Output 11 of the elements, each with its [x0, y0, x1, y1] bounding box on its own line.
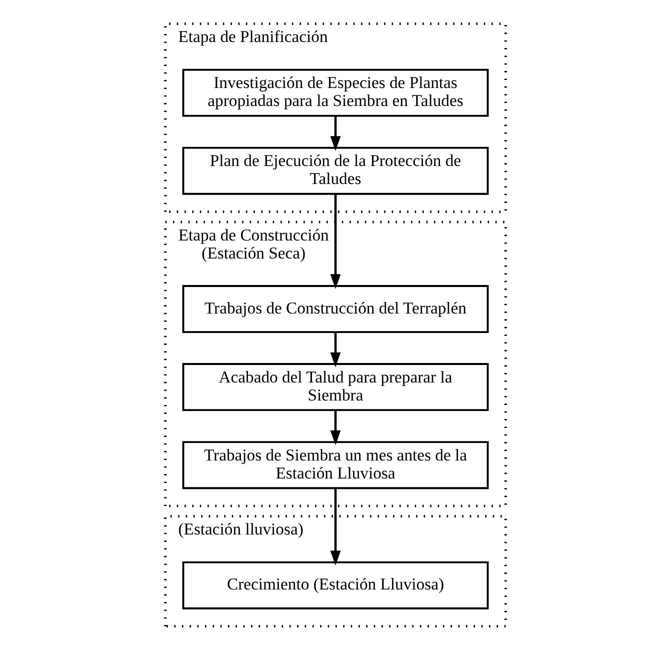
node-box: Trabajos de Construcción del Terraplén: [182, 285, 488, 333]
node-box: Trabajos de Siembra un mes antes de la Estación Lluviosa: [182, 441, 488, 490]
arrow: [330, 332, 340, 368]
node-box: Investigación de Especies de Plantas apropiadas para la Siembra en Taludes: [182, 68, 488, 117]
arrow: [330, 488, 340, 566]
node-box: Crecimiento (Estación Lluviosa): [182, 561, 488, 610]
node-box: Acabado del Talud para preparar la Siembra: [182, 363, 488, 412]
arrow: [330, 410, 340, 446]
arrow: [330, 116, 340, 152]
node-box: Plan de Ejecución de la Protección de Taludes: [182, 146, 488, 195]
arrow: [330, 194, 340, 290]
